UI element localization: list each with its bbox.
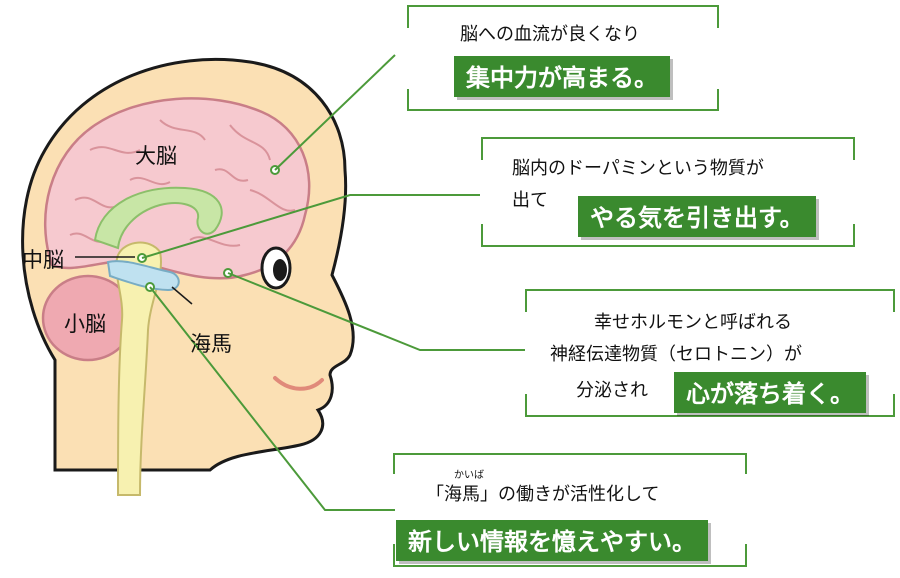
callout-4-frame xyxy=(393,453,747,567)
label-cerebrum: 大脳 xyxy=(135,144,177,168)
callout-1: 脳への血流が良くなり 集中力が高まる。 xyxy=(402,5,724,111)
callout-3-frame xyxy=(525,289,895,417)
smile xyxy=(273,376,324,391)
callout-3-text: 幸せホルモンと呼ばれる xyxy=(594,312,792,333)
callout-3: 幸せホルモンと呼ばれる 神経伝達物質（セロトニン）が 分泌され 心が落ち着く。 xyxy=(524,289,896,418)
leader-lines xyxy=(141,54,525,511)
callout-1-frame xyxy=(407,5,719,111)
callout-3-text-3: 分泌され xyxy=(576,380,648,401)
brain-folds xyxy=(69,119,296,247)
callout-1-highlight: 集中力が高まる。 xyxy=(454,56,670,97)
label-hippocampus: 海馬 xyxy=(190,332,232,356)
callout-2-frame xyxy=(481,137,855,247)
callout-2-text-2: 出て xyxy=(512,190,548,211)
limbic-shape xyxy=(93,186,223,250)
label-midbrain: 中脳 xyxy=(22,248,64,272)
callout-3-text-2: 神経伝達物質（セロトニン）が xyxy=(550,344,802,365)
callout-2-text: 脳内のドーパミンという物質が xyxy=(512,158,764,179)
callout-2-highlight: やる気を引き出す。 xyxy=(578,196,816,237)
callout-4-text: 「海馬」の働きが活性化して xyxy=(426,484,660,505)
label-cerebellum: 小脳 xyxy=(64,312,106,336)
callout-4: かいば 「海馬」の働きが活性化して 新しい情報を憶えやすい。 xyxy=(392,453,748,568)
hippocampus-shape xyxy=(106,260,180,292)
callout-4-highlight: 新しい情報を憶えやすい。 xyxy=(396,520,708,561)
callout-2: 脳内のドーパミンという物質が 出て やる気を引き出す。 xyxy=(480,137,856,248)
callout-1-text: 脳への血流が良くなり xyxy=(460,24,640,45)
callout-4-ruby: かいば xyxy=(454,470,484,481)
callout-3-highlight: 心が落ち着く。 xyxy=(674,372,866,413)
